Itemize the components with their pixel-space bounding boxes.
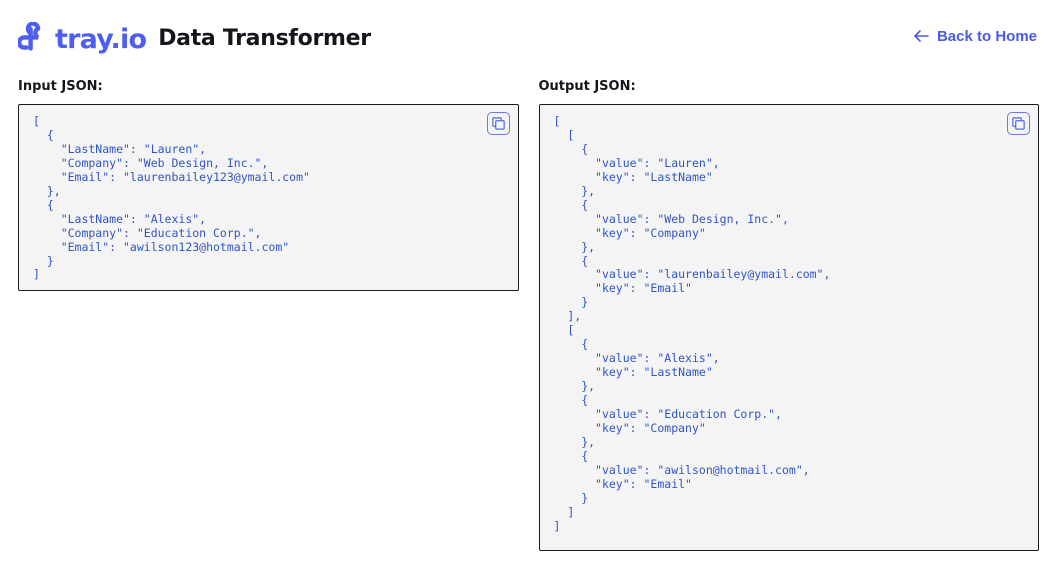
logo-wordmark: tray.io [55, 23, 147, 55]
output-json-label: Output JSON: [538, 79, 636, 94]
app-header: tray.io Data Transformer Back to Home [0, 0, 1057, 62]
brand-lockup: tray.io Data Transformer [18, 22, 371, 54]
copy-icon [491, 117, 505, 130]
input-json-box[interactable]: [ { "LastName": "Lauren", "Company": "We… [18, 104, 519, 291]
input-copy-button[interactable] [486, 112, 510, 135]
output-json-box[interactable]: [ [ { "value": "Lauren", "key": "LastNam… [538, 104, 1039, 551]
copy-icon [1012, 117, 1025, 130]
input-json-label: Input JSON: [18, 79, 103, 94]
back-to-home-link[interactable]: Back to Home [911, 24, 1039, 49]
input-json-code: [ { "LastName": "Lauren", "Company": "We… [33, 114, 310, 282]
tray-io-logo-mark [18, 22, 41, 51]
left-arrow-icon [914, 30, 929, 42]
tray-io-logo: tray.io [18, 22, 147, 55]
page-title: Data Transformer [158, 26, 371, 51]
back-to-home-label: Back to Home [936, 27, 1037, 45]
output-copy-button[interactable] [1007, 112, 1030, 135]
output-json-code: [ [ { "value": "Lauren", "key": "LastNam… [553, 114, 831, 533]
output-json-panel: Output JSON: [ [ { "value": "Lauren", "k… [538, 79, 1039, 551]
json-panels: Input JSON: [ { "LastName": "Lauren", "C… [0, 62, 1057, 551]
input-json-panel: Input JSON: [ { "LastName": "Lauren", "C… [18, 80, 519, 291]
